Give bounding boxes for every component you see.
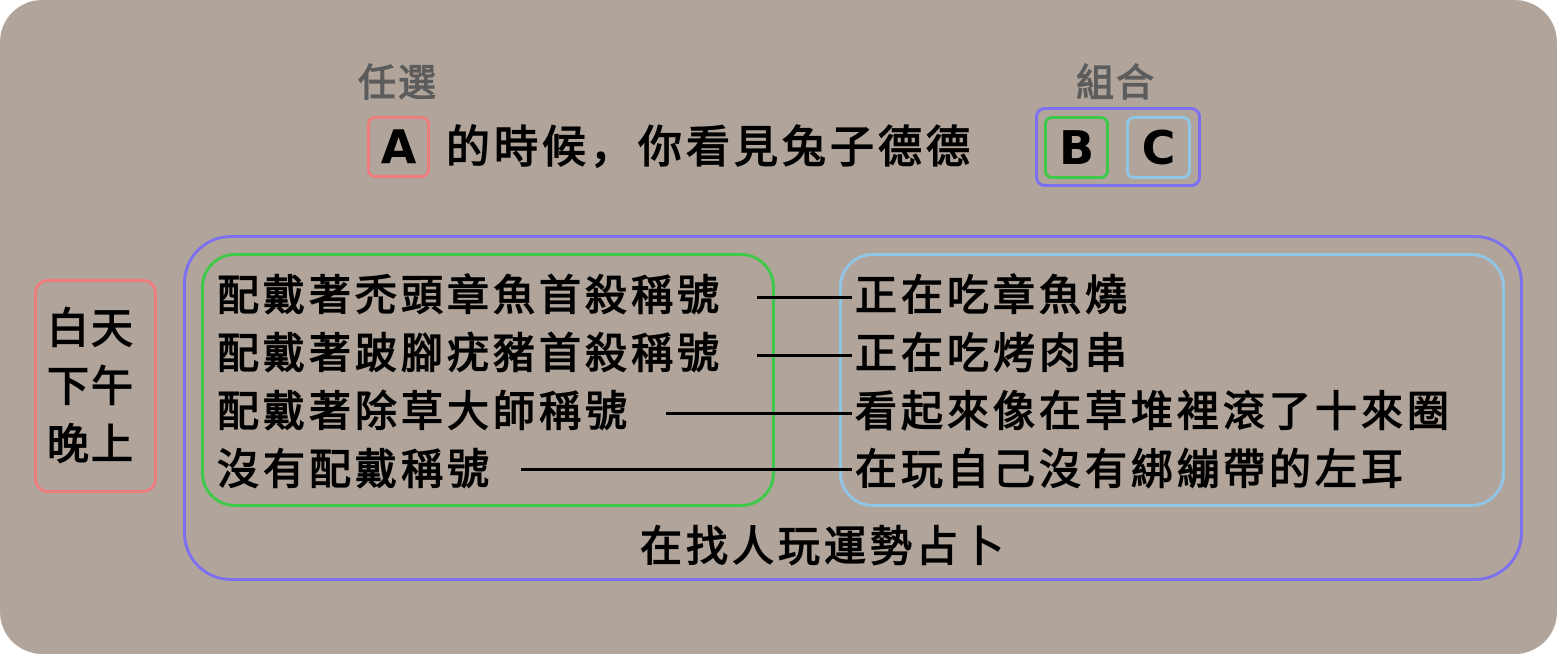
c-option: 正在吃章魚燒 xyxy=(855,271,1132,320)
combo-group-box xyxy=(183,235,1523,581)
time-option: 白天 xyxy=(47,304,136,353)
c-option: 看起來像在草堆裡滾了十來圈 xyxy=(855,387,1454,436)
slot-c-box: C xyxy=(1126,116,1191,179)
time-option: 晚上 xyxy=(47,420,136,469)
slot-b-box: B xyxy=(1044,116,1109,179)
c-option: 在玩自己沒有綁繃帶的左耳 xyxy=(855,445,1408,494)
slot-b-letter: B xyxy=(1058,120,1095,175)
optional-label: 任選 xyxy=(358,61,439,105)
b-option: 配戴著除草大師稱號 xyxy=(217,387,632,436)
sentence-text: 的時候，你看見兔子德德 xyxy=(446,122,974,173)
slot-c-letter: C xyxy=(1141,120,1176,175)
b-option: 沒有配戴稱號 xyxy=(217,445,494,494)
c-option: 正在吃烤肉串 xyxy=(855,329,1132,378)
combo-label: 組合 xyxy=(1076,61,1157,105)
connector-line xyxy=(757,354,852,357)
b-option: 配戴著禿頭章魚首殺稱號 xyxy=(217,271,724,320)
footer-text: 在找人玩運勢占卜 xyxy=(640,522,1009,571)
connector-line xyxy=(666,412,852,415)
combo-box xyxy=(1035,107,1201,187)
b-option: 配戴著跛腳疣豬首殺稱號 xyxy=(217,329,724,378)
connector-line xyxy=(757,296,852,299)
slot-a-box: A xyxy=(367,116,430,178)
b-options-box xyxy=(201,253,775,507)
c-options-box xyxy=(839,253,1505,507)
slot-a-letter: A xyxy=(380,120,417,174)
time-options-box: 白天 下午 晚上 xyxy=(34,279,157,493)
time-option: 下午 xyxy=(47,362,136,411)
connector-line xyxy=(521,468,852,471)
